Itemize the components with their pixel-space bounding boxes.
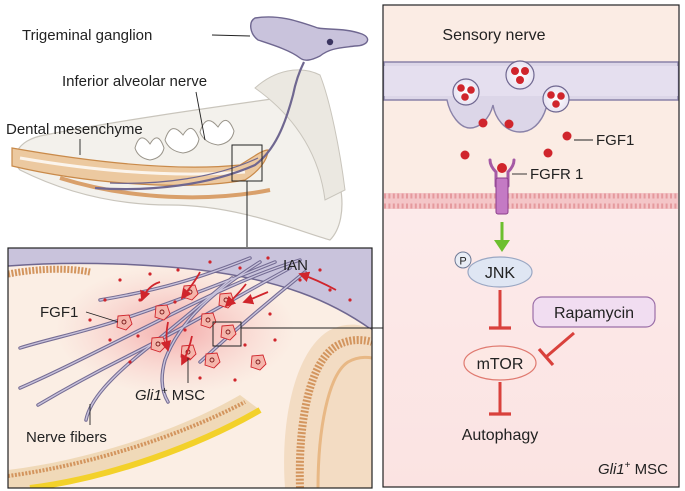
label-ian: IAN	[283, 257, 308, 274]
rapamycin-node	[532, 296, 656, 328]
label-fgf1-inset: FGF1	[40, 304, 78, 321]
cell-membrane	[384, 193, 678, 209]
vesicles	[452, 60, 572, 160]
label-gli1-msc-footer: Gli1+ MSC	[598, 460, 668, 478]
label-rapamycin: Rapamycin	[554, 305, 634, 322]
label-inferior-alveolar-nerve: Inferior alveolar nerve	[62, 73, 207, 90]
mtor-node	[463, 345, 537, 381]
ian-nerve-path	[94, 61, 305, 191]
jaw-anatomy	[11, 61, 346, 247]
activation-arrow	[494, 240, 510, 252]
pathway-panel: P JNK Rapamycin mTOR Autophagy Sensory n…	[382, 4, 680, 488]
inset-border	[7, 247, 373, 489]
label-fgfr1: FGFR 1	[530, 166, 583, 183]
jnk-node	[467, 256, 533, 288]
fgfr1-receptor	[488, 158, 516, 215]
label-jnk: JNK	[485, 265, 516, 282]
label-dental-mesenchyme: Dental mesenchyme	[6, 121, 143, 138]
phospho-badge	[454, 251, 472, 269]
trigeminal-ganglion-shape	[250, 16, 369, 61]
label-autophagy: Autophagy	[462, 427, 539, 444]
ramus	[254, 69, 346, 201]
label-sensory-nerve: Sensory nerve	[442, 27, 545, 44]
inset-panel	[7, 247, 373, 489]
label-phospho: P	[459, 256, 466, 268]
teeth	[134, 120, 235, 161]
label-gli1-msc-inset: Gli1+ MSC	[135, 386, 205, 404]
pathway-border	[382, 4, 680, 488]
label-trigeminal-ganglion: Trigeminal ganglion	[22, 27, 152, 44]
msc-cells	[116, 284, 267, 371]
label-nerve-fibers: Nerve fibers	[26, 429, 107, 446]
label-fgf1-pathway: FGF1	[596, 132, 634, 149]
label-mtor: mTOR	[477, 356, 524, 373]
